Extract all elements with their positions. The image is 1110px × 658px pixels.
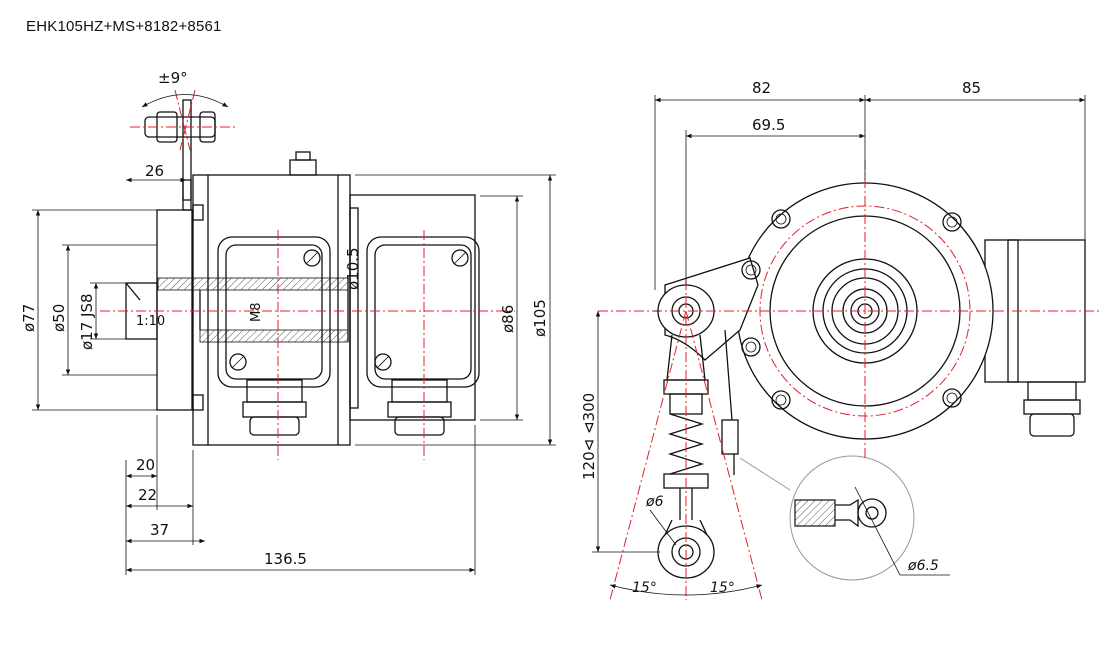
flange bbox=[156, 209, 193, 411]
dim-m8: M8 bbox=[249, 303, 264, 323]
dim-136-5: 136.5 bbox=[264, 550, 307, 568]
dim-26: 26 bbox=[145, 162, 164, 180]
dim-d6: ø6 bbox=[645, 494, 664, 510]
dim-taper: 1:10 bbox=[136, 314, 165, 329]
dim-d17: ø17 JS8 bbox=[78, 293, 96, 350]
right-front-view: 82 85 69.5 120⊲ ⊲300 ø6 ø6.5 15° 15° bbox=[580, 79, 1100, 601]
dim-d10-5: ø10.5 bbox=[344, 247, 362, 290]
dim-d105: ø105 bbox=[531, 299, 549, 337]
dim-d6-5: ø6.5 bbox=[907, 558, 939, 574]
left-side-view: ±9° 26 20 22 37 136.5 1:10 ø77 ø50 ø17 J… bbox=[20, 69, 556, 575]
dim-20: 20 bbox=[136, 456, 155, 474]
dim-82: 82 bbox=[752, 79, 771, 97]
dim-d77: ø77 bbox=[20, 304, 38, 332]
dim-d86: ø86 bbox=[499, 305, 517, 333]
dim-15-right: 15° bbox=[710, 580, 735, 596]
dim-d50: ø50 bbox=[50, 304, 68, 332]
dim-69-5: 69.5 bbox=[752, 116, 785, 134]
dim-85: 85 bbox=[962, 79, 981, 97]
dim-22: 22 bbox=[138, 486, 157, 504]
second-module bbox=[349, 194, 476, 421]
dim-angle: ±9° bbox=[158, 69, 188, 87]
dim-120-300: 120⊲ ⊲300 bbox=[580, 393, 598, 480]
encoder-body bbox=[192, 174, 351, 446]
dim-15-left: 15° bbox=[632, 580, 657, 596]
drawing-title: EHK105HZ+MS+8182+8561 bbox=[26, 18, 222, 35]
dim-37: 37 bbox=[150, 521, 169, 539]
